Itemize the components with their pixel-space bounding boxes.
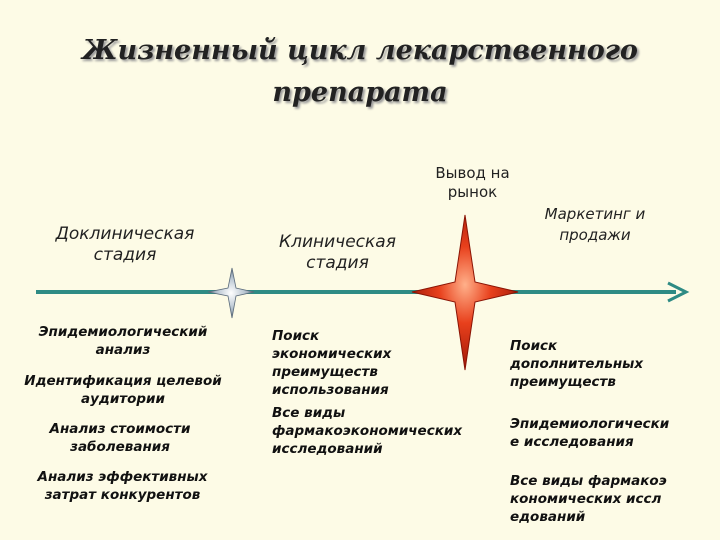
stage-preclinical: Доклиническая стадия xyxy=(55,224,195,265)
arrow-right-icon xyxy=(667,281,690,303)
stage-marketing: Маркетинг и продажи xyxy=(544,205,646,244)
list-item: Поиск дополнительных преимуществ xyxy=(510,338,644,390)
list-item: Все виды фармакоэкономических исследован… xyxy=(272,405,463,457)
list-item: Поиск экономических преимуществ использо… xyxy=(272,328,392,398)
list-item: Эпидемиологические исследования xyxy=(510,416,670,450)
list-item: Анализ стоимости заболевания xyxy=(49,421,191,455)
stage-clinical: Клиническая стадия xyxy=(279,232,396,273)
four-point-star-icon xyxy=(207,267,255,319)
title-line-1: Жизненный цикл лекарственного xyxy=(82,35,638,66)
list-item: Анализ эффективных затрат конкурентов xyxy=(37,469,208,503)
list-item: Все виды фармакоэкономических исследован… xyxy=(510,473,667,525)
stage-market-exit: Вывод на рынок xyxy=(435,164,510,201)
list-item: Эпидемиологический анализ xyxy=(38,324,208,358)
diagram-title: Жизненный цикл лекарственного препарата xyxy=(60,30,660,114)
title-line-2: препарата xyxy=(272,77,448,108)
four-point-star-icon xyxy=(411,214,519,371)
list-item: Идентификация целевой аудитории xyxy=(24,373,222,407)
